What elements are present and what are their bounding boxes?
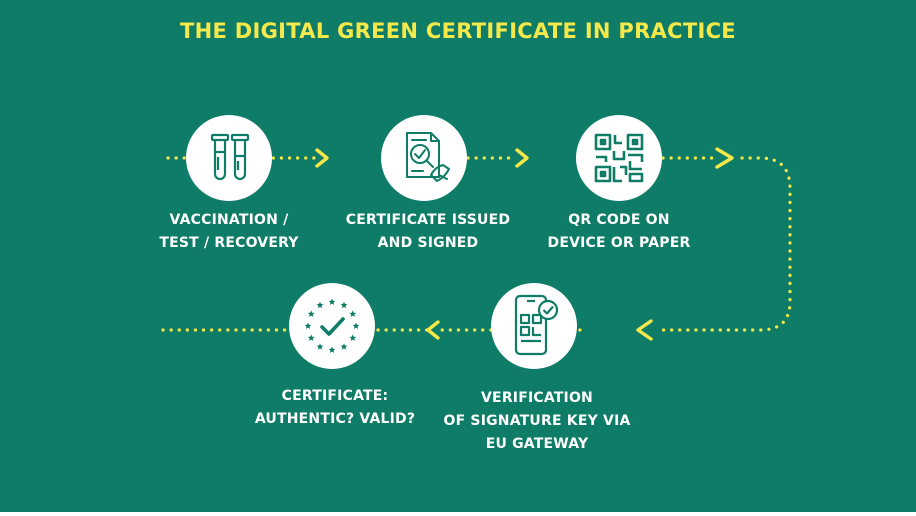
step-1-circle [186,115,272,201]
signed-document-icon [406,132,450,182]
step-1-line-1: VACCINATION / [169,212,289,228]
star-icon [349,310,357,317]
step-1-label: VACCINATION / TEST / RECOVERY [129,209,329,255]
step-1-line-2: TEST / RECOVERY [159,235,299,251]
arrow-right-1 [315,148,329,168]
step-5-circle [289,283,375,369]
step-5-line-1: CERTIFICATE: [281,388,389,404]
step-4-circle [491,283,577,369]
step-3-circle [576,115,662,201]
phone-check-icon [514,294,559,356]
step-4-line-2: OF SIGNATURE KEY VIA [443,413,631,429]
step-2-line-1: CERTIFICATE ISSUED [345,212,511,228]
step-2-line-2: AND SIGNED [377,235,479,251]
star-icon [352,322,360,329]
star-icon [328,298,336,305]
qr-code-icon [594,133,644,183]
star-icon [328,346,336,353]
star-icon [307,310,315,317]
step-4-label: VERIFICATION OF SIGNATURE KEY VIA EU GAT… [437,387,637,456]
star-icon [340,343,348,350]
step-3-line-2: DEVICE OR PAPER [547,235,691,251]
step-5-line-2: AUTHENTIC? VALID? [254,411,416,427]
star-icon [307,334,315,341]
arrow-left-1 [636,319,653,341]
test-tubes-icon [210,133,250,181]
star-icon [316,343,324,350]
step-4-line-3: EU GATEWAY [485,436,589,452]
eu-stars-check-icon [304,298,360,353]
step-5-label: CERTIFICATE: AUTHENTIC? VALID? [235,385,435,431]
arrow-right-2 [515,148,529,168]
arrow-left-2 [426,320,440,340]
step-3-label: QR CODE ON DEVICE OR PAPER [519,209,719,255]
star-icon [340,301,348,309]
star-icon [304,322,312,329]
arrow-right-3 [715,147,734,169]
page-title: THE DIGITAL GREEN CERTIFICATE IN PRACTIC… [180,19,736,43]
star-icon [316,301,324,309]
step-4-line-1: VERIFICATION [481,390,593,406]
step-2-label: CERTIFICATE ISSUED AND SIGNED [328,209,528,255]
step-2-circle [381,115,467,201]
star-icon [349,334,357,341]
step-3-line-1: QR CODE ON [568,212,670,228]
